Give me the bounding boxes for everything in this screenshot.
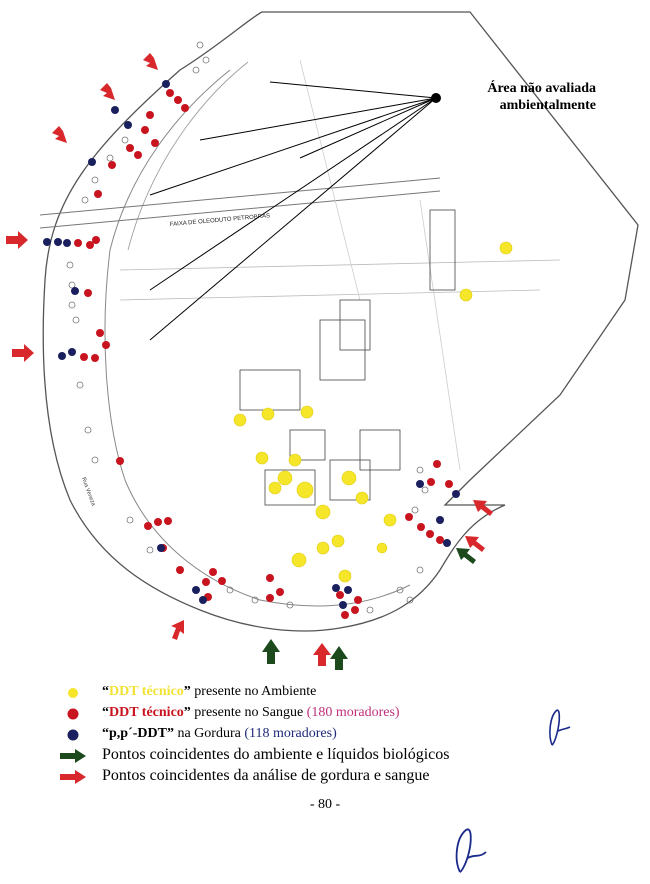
legend-navy-term: p,p´-DDT [109, 726, 167, 741]
initial-signature-2 [455, 828, 487, 873]
legend-yellow-rest: presente no Ambiente [194, 684, 317, 699]
legend-red-arrow-row: Pontos coincidentes da análise de gordur… [56, 766, 616, 787]
legend-yellow-term: DDT técnico [109, 684, 184, 699]
callout-line-1: Área não avaliada [487, 81, 596, 96]
callout-lines [149, 81, 437, 341]
red-arrows [6, 53, 493, 666]
legend-green-arrow-row: Pontos coincidentes do ambiente e líquid… [56, 745, 616, 766]
legend-yellow-row: “DDT técnico” presente no Ambiente [56, 682, 616, 703]
yellow-dot-icon [68, 688, 78, 698]
green-arrows [262, 548, 476, 670]
buildings [239, 209, 456, 506]
legend-red-term: DDT técnico [109, 705, 184, 720]
red-arrow-icon [60, 770, 86, 784]
road-label: Rua Veneza [80, 477, 96, 508]
green-arrow-icon [60, 749, 86, 763]
legend-navy-rest: na Gordura [177, 726, 241, 741]
legend-red-row: “DDT técnico” presente no Sangue (180 mo… [56, 703, 616, 724]
legend-red-rest: presente no Sangue [194, 705, 304, 720]
unevaluated-area-callout: Área não avaliada ambientalmente [446, 80, 596, 114]
red-dot-icon [67, 708, 79, 720]
site-boundary [42, 11, 639, 632]
navy-points [43, 80, 460, 609]
yellow-points [233, 241, 513, 583]
legend: “DDT técnico” presente no Ambiente “DDT … [56, 682, 616, 787]
callout-dot [431, 93, 441, 103]
initial-signature-1 [549, 709, 571, 746]
page-number: - 80 - [309, 797, 341, 812]
legend-red-extra: (180 moradores) [306, 705, 400, 720]
legend-green-arrow-text: Pontos coincidentes do ambiente e líquid… [102, 746, 450, 763]
house-markers [66, 41, 429, 614]
callout-line-2: ambientalmente [499, 98, 596, 113]
legend-navy-row: “p,p´-DDT” na Gordura (118 moradores) [56, 724, 616, 745]
legend-red-arrow-text: Pontos coincidentes da análise de gordur… [102, 767, 430, 784]
red-points [74, 89, 453, 619]
legend-navy-extra: (118 moradores) [244, 726, 337, 741]
site-map: FAIXA DE OLEODUTO PETROBRÁS Rua Veneza [6, 11, 639, 670]
navy-dot-icon [67, 729, 79, 741]
